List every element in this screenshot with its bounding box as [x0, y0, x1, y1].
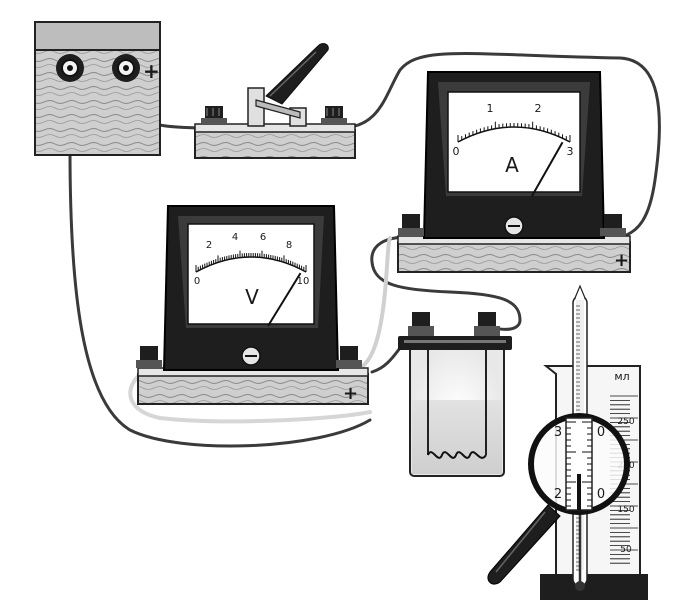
voltmeter-plus-label: +	[343, 383, 358, 404]
voltmeter-zero-adjust[interactable]	[241, 346, 261, 366]
ammeter-ticks	[457, 121, 571, 142]
wire-ammeter-to-heater	[370, 235, 522, 331]
heater-lid-highlight	[404, 340, 506, 343]
wire-voltmeter-to-heater	[350, 236, 392, 372]
voltmeter-dial-face	[187, 223, 315, 325]
ammeter-base	[397, 241, 631, 273]
heater-beaker	[398, 312, 512, 477]
cylinder-label-250: 250	[617, 417, 634, 427]
voltmeter-terminal-right[interactable]	[336, 346, 362, 368]
switch-blade	[255, 99, 301, 119]
magnified-ticks	[566, 421, 592, 507]
switch-terminal-left[interactable]	[201, 106, 227, 124]
ammeter-scale-label-0: 0	[453, 145, 460, 158]
magnifier-handle	[487, 504, 561, 585]
magnified-label-right-0b: 0	[597, 487, 605, 502]
ammeter-symbol: A	[505, 153, 519, 177]
voltmeter-scale-label-0: 0	[194, 276, 200, 287]
ammeter: 0 1 2 3 A +	[397, 71, 631, 273]
voltmeter-symbol: V	[245, 285, 259, 309]
magnifying-glass: 3 2 0 0	[487, 413, 630, 585]
voltmeter-scale-label-6: 6	[260, 232, 266, 243]
ammeter-scale-label-1: 1	[487, 102, 494, 115]
thermometer-bulb	[575, 581, 585, 591]
voltmeter-scale-label-2: 2	[206, 240, 212, 251]
voltmeter-scale-label-4: 4	[232, 232, 238, 243]
ammeter-zero-adjust[interactable]	[504, 216, 524, 236]
ammeter-terminal-right[interactable]	[600, 214, 626, 236]
source-terminal-plus[interactable]	[112, 54, 140, 82]
ammeter-needle	[531, 141, 564, 197]
magnified-label-right-0a: 0	[597, 425, 605, 440]
ammeter-dial-face	[447, 91, 581, 193]
wire-source-to-voltmeter	[68, 83, 372, 448]
ammeter-scale-label-2: 2	[535, 102, 542, 115]
heater-coil	[427, 451, 487, 459]
heater-terminal-left[interactable]	[408, 312, 434, 336]
switch-base	[194, 129, 356, 159]
switch-terminal-right[interactable]	[321, 106, 347, 124]
thermometer-top-cap	[574, 284, 586, 299]
ammeter-plus-label: +	[614, 250, 629, 271]
voltmeter-scale-arc	[195, 256, 307, 273]
voltmeter-ticks	[195, 250, 307, 272]
ammeter-scale-label-3: 3	[567, 145, 574, 158]
source-terminal-minus[interactable]	[56, 54, 84, 82]
source-plus-label: +	[143, 59, 160, 83]
voltmeter-scale-label-8: 8	[286, 240, 292, 251]
cylinder-label-50: 50	[620, 545, 632, 555]
wire-voltmeter-left	[128, 368, 372, 424]
voltmeter: 0 2 4 6 8 10 V +	[136, 205, 369, 405]
ammeter-terminal-left[interactable]	[398, 214, 424, 236]
power-source-body	[34, 49, 161, 156]
knife-switch[interactable]	[194, 42, 356, 159]
power-source: +	[34, 21, 161, 156]
power-source-top	[34, 21, 161, 51]
voltmeter-scale-label-10: 10	[297, 276, 310, 287]
cylinder-base	[540, 574, 648, 600]
voltmeter-needle	[267, 272, 302, 327]
wires	[68, 52, 661, 448]
magnified-label-left-2: 2	[554, 487, 562, 502]
magnified-label-left-3: 3	[554, 425, 562, 440]
heater-terminal-right[interactable]	[474, 312, 500, 336]
switch-base-top	[194, 123, 356, 133]
voltmeter-base	[137, 373, 369, 405]
wire-switch-to-ammeter	[338, 52, 661, 240]
cylinder-label-150: 150	[617, 505, 634, 515]
cylinder-unit-label: мл	[614, 370, 629, 383]
beaker-water	[412, 400, 502, 474]
voltmeter-terminal-left[interactable]	[136, 346, 162, 368]
switch-handle[interactable]	[265, 42, 329, 105]
